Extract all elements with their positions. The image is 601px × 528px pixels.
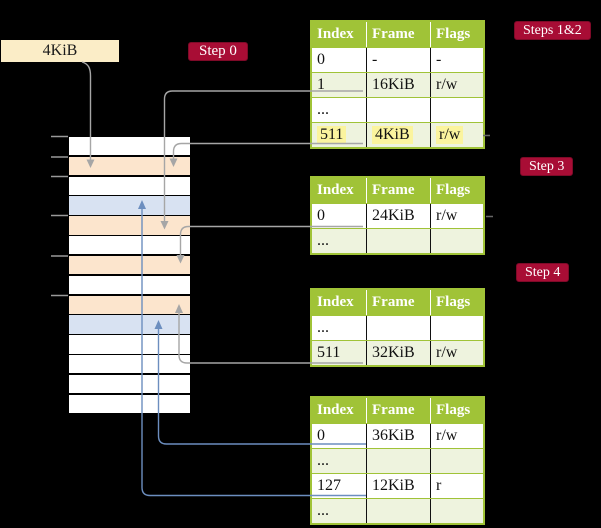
step-4-label: Step 4 <box>516 263 570 282</box>
cell-frame <box>367 98 431 122</box>
cell-index: 0 <box>312 424 367 448</box>
memory-row-wheat <box>69 295 190 314</box>
page-table-1: Index Frame Flags 0 - - 1 16KiB r/w ... … <box>310 20 485 149</box>
cell-frame: 12KiB <box>367 474 431 498</box>
page-table-3: Index Frame Flags ... 511 32KiB r/w <box>310 288 485 367</box>
table-row: 1 16KiB r/w <box>312 73 483 97</box>
header-flags: Flags <box>431 22 483 47</box>
highlighted-value: r/w <box>436 126 464 144</box>
memory-row-white <box>69 394 190 414</box>
memory-row-wheat <box>69 156 190 176</box>
cell-index: ... <box>312 449 367 473</box>
frame-size-box: 4KiB <box>1 40 119 62</box>
table-row: ... <box>312 229 483 253</box>
steps-1-2-label: Steps 1&2 <box>514 21 591 40</box>
table-row-highlighted: 511 4KiB r/w <box>312 123 483 147</box>
cell-index: ... <box>312 499 367 523</box>
strip-tick-marks <box>51 135 68 297</box>
cell-frame: 4KiB <box>367 123 431 147</box>
memory-row-white <box>69 236 190 255</box>
table-row: 0 36KiB r/w <box>312 424 483 448</box>
memory-row-white <box>69 355 190 374</box>
cell-frame <box>367 449 431 473</box>
cell-flags <box>431 98 483 122</box>
cell-frame: 36KiB <box>367 424 431 448</box>
table-row: 0 - - <box>312 48 483 72</box>
header-frame: Frame <box>367 22 431 47</box>
cell-frame: 24KiB <box>367 204 431 228</box>
cell-index: 0 <box>312 204 367 228</box>
cell-flags: r/w <box>431 424 483 448</box>
memory-row-blue <box>69 315 190 334</box>
header-flags: Flags <box>431 290 483 315</box>
header-flags: Flags <box>431 178 483 203</box>
cell-index: 1 <box>312 73 367 97</box>
cell-flags <box>431 499 483 523</box>
cell-index: 127 <box>312 474 367 498</box>
memory-row-wheat <box>69 216 190 235</box>
cell-flags: r/w <box>431 123 483 147</box>
memory-row-white <box>69 374 190 394</box>
cell-index: 0 <box>312 48 367 72</box>
highlighted-value: 511 <box>317 126 347 144</box>
highlighted-value: 4KiB <box>372 126 413 144</box>
table-header-row: Index Frame Flags <box>312 398 483 423</box>
cell-index: 511 <box>312 341 367 365</box>
cell-frame <box>367 229 431 253</box>
cell-frame <box>367 499 431 523</box>
cell-frame <box>367 316 431 340</box>
table-header-row: Index Frame Flags <box>312 22 483 47</box>
page-table-2: Index Frame Flags 0 24KiB r/w ... <box>310 176 485 255</box>
cell-flags: - <box>431 48 483 72</box>
cell-flags <box>431 316 483 340</box>
memory-strip <box>69 137 190 414</box>
cell-index: 511 <box>312 123 367 147</box>
memory-row-white <box>69 137 190 156</box>
header-index: Index <box>312 290 367 315</box>
memory-row-wheat <box>69 255 190 275</box>
header-index: Index <box>312 22 367 47</box>
table-header-row: Index Frame Flags <box>312 290 483 315</box>
page-table-4: Index Frame Flags 0 36KiB r/w ... 127 12… <box>310 396 485 525</box>
cell-frame: 32KiB <box>367 341 431 365</box>
memory-row-white <box>69 176 190 195</box>
memory-row-blue <box>69 196 190 215</box>
cell-index: ... <box>312 316 367 340</box>
header-flags: Flags <box>431 398 483 423</box>
table-row: 127 12KiB r <box>312 474 483 498</box>
cell-flags <box>431 449 483 473</box>
table-row: 511 32KiB r/w <box>312 341 483 365</box>
header-index: Index <box>312 398 367 423</box>
cell-index: ... <box>312 229 367 253</box>
cell-flags: r <box>431 474 483 498</box>
memory-row-white <box>69 275 190 295</box>
step-0-label: Step 0 <box>188 42 248 61</box>
header-frame: Frame <box>367 398 431 423</box>
memory-row-white <box>69 335 190 354</box>
cell-flags: r/w <box>431 341 483 365</box>
cell-flags: r/w <box>431 204 483 228</box>
header-index: Index <box>312 178 367 203</box>
cell-frame: - <box>367 48 431 72</box>
cell-flags <box>431 229 483 253</box>
table-header-row: Index Frame Flags <box>312 178 483 203</box>
table-row: ... <box>312 499 483 523</box>
table-row: ... <box>312 449 483 473</box>
cell-frame: 16KiB <box>367 73 431 97</box>
cell-index: ... <box>312 98 367 122</box>
table-row: ... <box>312 98 483 122</box>
step-3-label: Step 3 <box>520 157 574 176</box>
header-frame: Frame <box>367 290 431 315</box>
frame-size-label: 4KiB <box>42 42 78 59</box>
table-row: ... <box>312 316 483 340</box>
table-row: 0 24KiB r/w <box>312 204 483 228</box>
header-frame: Frame <box>367 178 431 203</box>
cell-flags: r/w <box>431 73 483 97</box>
